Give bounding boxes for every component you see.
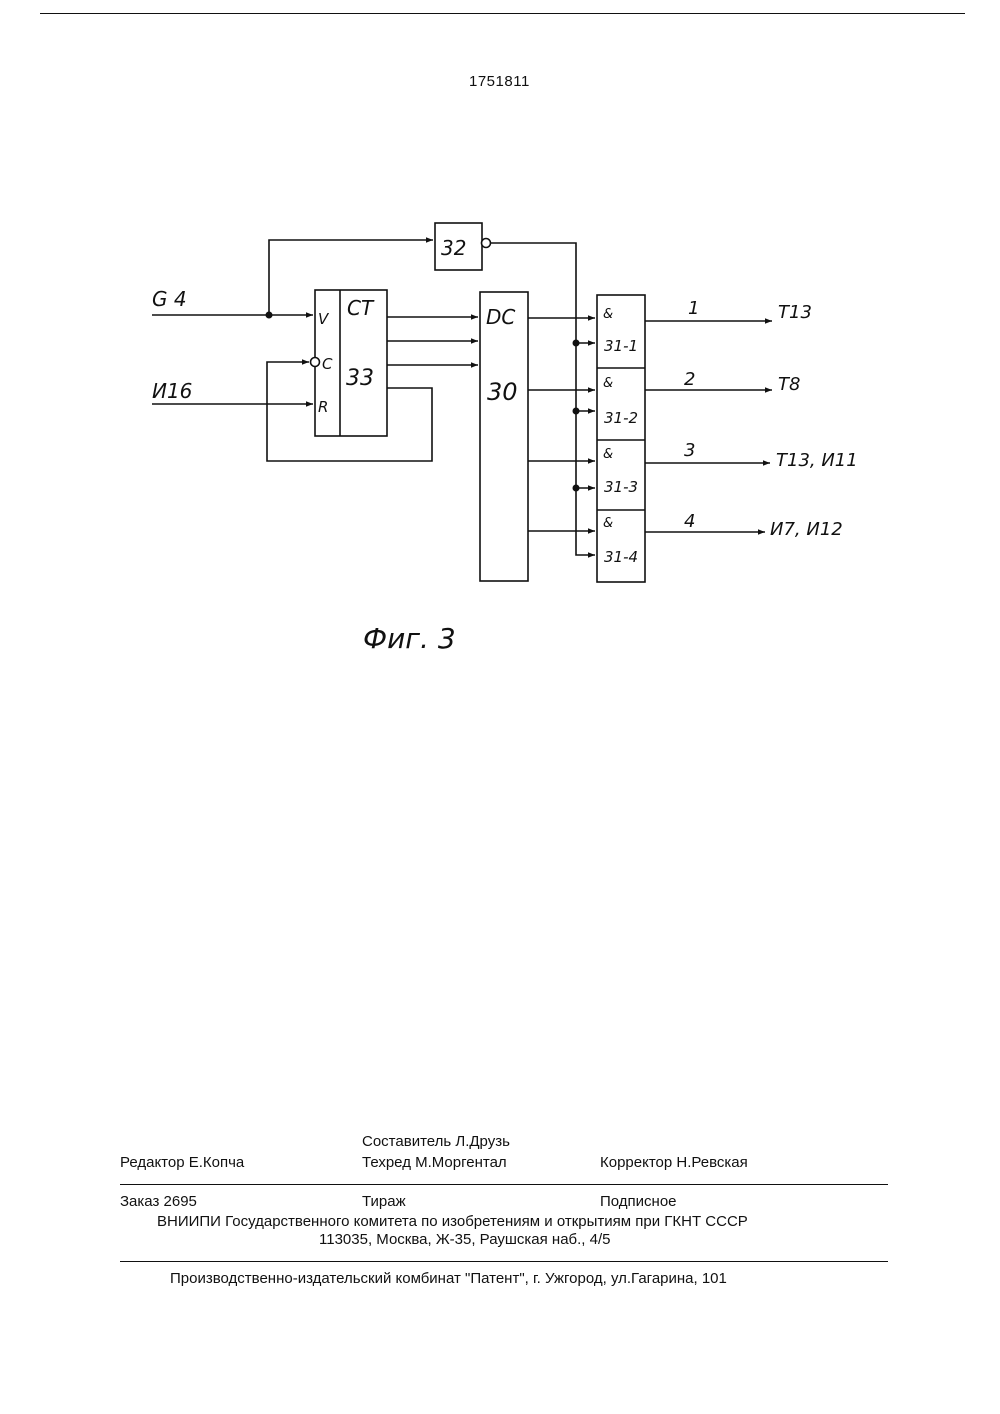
output-3-target: Т13, И11 xyxy=(776,450,858,471)
editor-line: Редактор Е.Копча xyxy=(120,1154,244,1171)
input-g4-label: G 4 xyxy=(152,287,187,311)
pin-v-label: V xyxy=(318,310,330,328)
gate-2-sym: & xyxy=(603,376,613,391)
output-2-target: Т8 xyxy=(778,374,800,395)
junction-dot xyxy=(573,408,580,415)
output-4-number: 4 xyxy=(684,511,695,532)
gate-1-sym: & xyxy=(603,307,613,322)
counter-type-label: CT xyxy=(347,296,375,320)
output-4-target: И7, И12 xyxy=(770,519,843,540)
gate-4-label: 31-4 xyxy=(604,548,638,566)
counter-number-label: 33 xyxy=(346,366,374,391)
output-2-number: 2 xyxy=(684,369,695,390)
printer-line: Производственно-издательский комбинат "П… xyxy=(170,1270,727,1287)
figure-caption: Фиг. 3 xyxy=(363,622,456,655)
pin-c-label: C xyxy=(322,355,333,373)
junction-dot xyxy=(573,340,580,347)
gate-2-label: 31-2 xyxy=(604,409,638,427)
block-32-inverter-bubble xyxy=(482,239,491,248)
output-3-number: 3 xyxy=(684,440,695,461)
corrector-line: Корректор Н.Ревская xyxy=(600,1154,748,1171)
gate-3-label: 31-3 xyxy=(604,478,638,496)
output-1-number: 1 xyxy=(688,298,699,319)
colophon-rule-1 xyxy=(120,1184,888,1185)
junction-dot xyxy=(573,485,580,492)
output-1-target: Т13 xyxy=(778,302,812,323)
decoder-block xyxy=(480,292,528,581)
circulation-line: Тираж xyxy=(362,1193,406,1210)
subscription-line: Подписное xyxy=(600,1193,677,1210)
decoder-number-label: 30 xyxy=(487,378,518,406)
pin-r-label: R xyxy=(318,398,328,416)
decoder-type-label: DC xyxy=(486,305,515,329)
block-32-label: 32 xyxy=(441,236,466,260)
gate-1-label: 31-1 xyxy=(604,337,638,355)
compiler-line: Составитель Л.Друзь xyxy=(362,1133,510,1150)
counter-c-inverter-bubble xyxy=(311,358,320,367)
colophon-rule-2 xyxy=(120,1261,888,1262)
techred-line: Техред М.Моргентал xyxy=(362,1154,507,1171)
circuit-diagram: G 4 И16 32 V C R CT 33 DC 30 & 31-1 & 31… xyxy=(0,0,1000,720)
junction-dot xyxy=(266,312,273,319)
gate-4-sym: & xyxy=(603,516,613,531)
organization-line: ВНИИПИ Государственного комитета по изоб… xyxy=(157,1213,748,1230)
gate-3-sym: & xyxy=(603,447,613,462)
address-line: 113035, Москва, Ж-35, Раушская наб., 4/5 xyxy=(319,1231,611,1248)
order-line: Заказ 2695 xyxy=(120,1193,197,1210)
input-i16-label: И16 xyxy=(152,379,192,403)
